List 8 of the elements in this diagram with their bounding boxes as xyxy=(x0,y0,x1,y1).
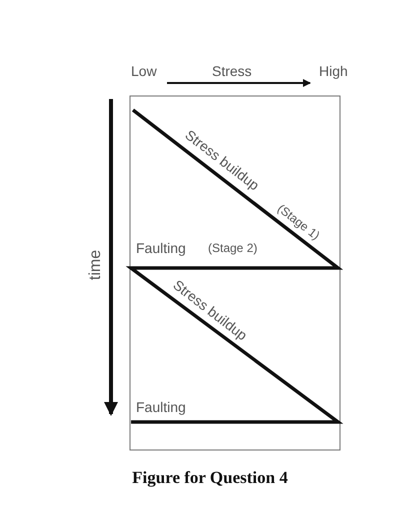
axis-title: Stress xyxy=(212,63,252,79)
axis-label: Low xyxy=(131,63,157,79)
figure-caption: Figure for Question 4 xyxy=(131,468,289,488)
curve-label: Faulting xyxy=(136,399,186,415)
curve-label: Faulting xyxy=(136,240,186,256)
axis-title: time xyxy=(88,250,104,280)
curve-label: (Stage 2) xyxy=(208,240,258,256)
axis-label: High xyxy=(319,63,348,79)
